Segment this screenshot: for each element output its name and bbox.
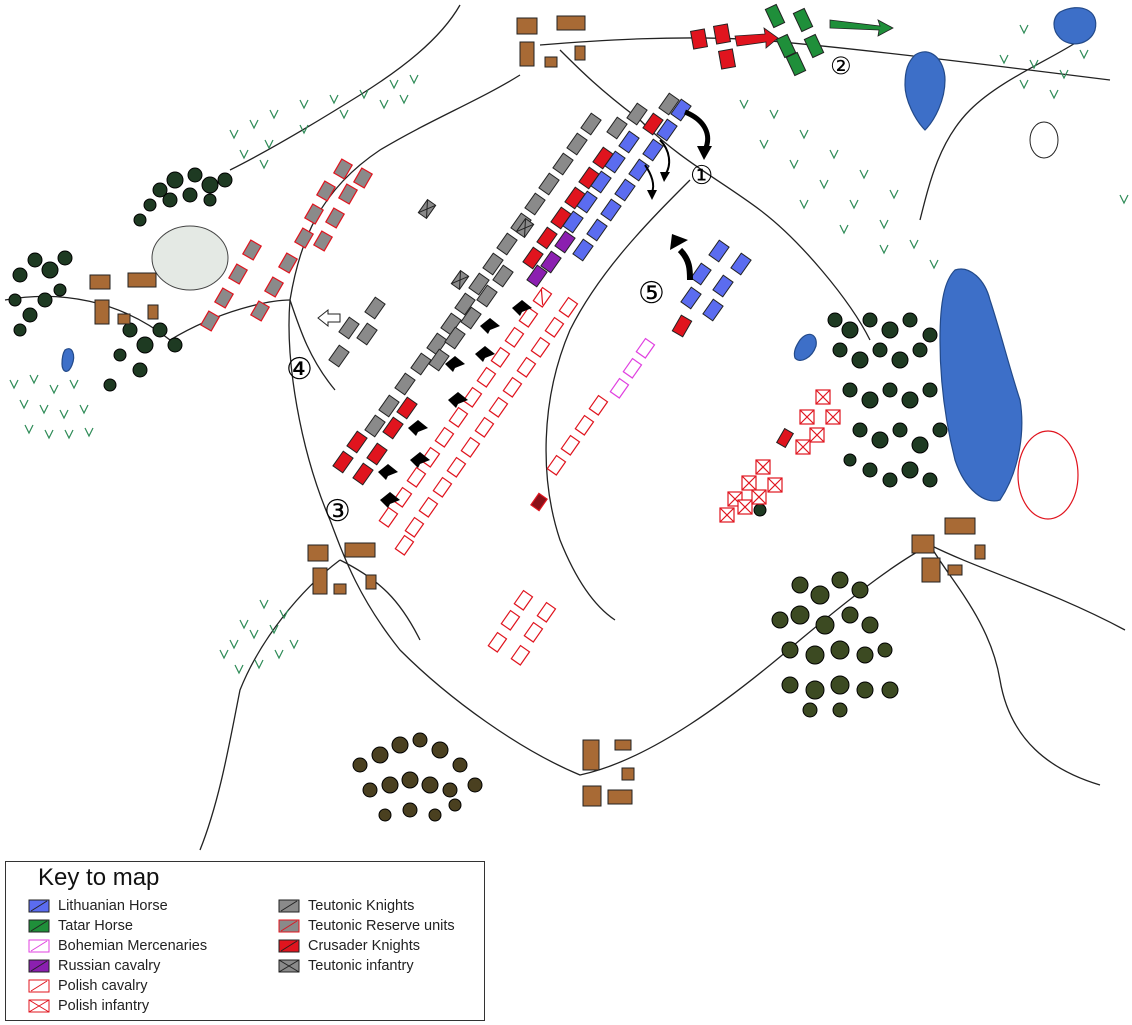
road-southwest [199, 559, 341, 851]
teutonic-reserve-swatch [278, 919, 300, 933]
meadows [9, 24, 1129, 675]
polish-cavalry [378, 286, 609, 666]
movement-arrows [317, 19, 894, 508]
teutonic-infantry [417, 198, 535, 291]
lake-north [904, 51, 946, 131]
legend-label: Lithuanian Horse [58, 898, 168, 914]
russian-cavalry [526, 230, 576, 288]
tatar-horse-swatch [28, 919, 50, 933]
arrow-2-tatar [829, 19, 894, 37]
legend-label: Tatar Horse [58, 918, 133, 934]
polish-cavalry-swatch [28, 979, 50, 993]
stream-northwest [229, 4, 461, 171]
polish-infantry [719, 389, 841, 523]
clearing-northwest [151, 225, 229, 291]
area-outline-northeast [1029, 121, 1059, 159]
arrow-5-up [677, 247, 693, 281]
legend-item-polish-cavalry: Polish cavalry [28, 977, 147, 995]
legend-item-bohemian-mercenaries: Bohemian Mercenaries [28, 937, 207, 955]
meadow-west [9, 374, 94, 440]
lithuanian-horse [562, 98, 752, 322]
pond-west-small [61, 348, 75, 372]
legend-label: Teutonic Knights [308, 898, 415, 914]
marker-5: ⑤ [638, 276, 665, 311]
forest-southeast [771, 571, 899, 718]
forest-south [352, 732, 483, 822]
arrow-1-curve [683, 109, 711, 152]
legend-item-teutonic-infantry: Teutonic infantry [278, 957, 414, 975]
marker-4: ④ [286, 352, 313, 387]
legend-label: Russian cavalry [58, 958, 161, 974]
teutonic-infantry-swatch [278, 959, 300, 973]
lake-east-long [939, 268, 1023, 502]
legend-item-polish-infantry: Polish infantry [28, 997, 149, 1015]
marker-1: ① [690, 161, 713, 191]
road-east [929, 544, 1126, 631]
forest-east [753, 312, 948, 517]
roads [4, 4, 1126, 851]
teutonic-knights-swatch [278, 899, 300, 913]
legend-item-teutonic-reserve-units: Teutonic Reserve units [278, 917, 455, 935]
forest-northwest [133, 167, 233, 227]
polish-cavalry-dark [530, 492, 548, 512]
road-center-diag [289, 299, 336, 391]
legend-item-tatar-horse: Tatar Horse [28, 917, 133, 935]
legend-label: Polish infantry [58, 998, 150, 1014]
legend-label: Polish cavalry [58, 978, 148, 994]
stream-center [545, 179, 691, 621]
legend-label: Teutonic infantry [308, 958, 414, 974]
marker-3: ③ [324, 494, 351, 529]
markers: ① ② ③ ④ ⑤ [286, 52, 852, 529]
buildings [89, 15, 986, 807]
meadow-northeast [739, 24, 1129, 270]
stream-northeast [919, 39, 1081, 221]
bohemian-mercenaries-swatch [28, 939, 50, 953]
legend-title: Key to map [38, 864, 160, 891]
legend-item-teutonic-knights: Teutonic Knights [278, 897, 414, 915]
forests [8, 167, 948, 822]
arrow-retreat [378, 300, 532, 508]
map-legend: Key to map Lithuanian Horse Tatar Horse … [5, 861, 485, 1021]
russian-cavalry-swatch [28, 959, 50, 973]
teutonic-knights [328, 92, 680, 438]
tatar-horse [764, 3, 825, 77]
road-north [539, 37, 1111, 81]
legend-item-russian-cavalry: Russian cavalry [28, 957, 160, 975]
road-inner [559, 49, 871, 341]
road-south [339, 559, 421, 641]
lithuanian-horse-swatch [28, 899, 50, 913]
arrow-crusader-red [734, 27, 779, 49]
legend-label: Crusader Knights [308, 938, 421, 954]
legend-item-crusader-knights: Crusader Knights [278, 937, 420, 955]
road-ring [288, 74, 931, 776]
meadow-southwest [219, 599, 299, 675]
teutonic-reserve-units [199, 158, 374, 332]
pond-east-small [793, 333, 817, 361]
crusader-knights-swatch [278, 939, 300, 953]
stream-east [929, 544, 1101, 786]
bohemian-mercenaries [609, 337, 656, 399]
marker-2: ② [830, 52, 852, 80]
water-bodies [61, 7, 1097, 502]
meadow-northwest [229, 74, 419, 170]
legend-item-lithuanian-horse: Lithuanian Horse [28, 897, 168, 915]
area-outline-east [1017, 430, 1079, 520]
polish-infantry-swatch [28, 999, 50, 1013]
legend-label: Teutonic Reserve units [308, 918, 455, 934]
legend-label: Bohemian Mercenaries [58, 938, 208, 954]
arrow-4-outline [317, 308, 341, 328]
lake-northeast-round [1053, 7, 1097, 45]
